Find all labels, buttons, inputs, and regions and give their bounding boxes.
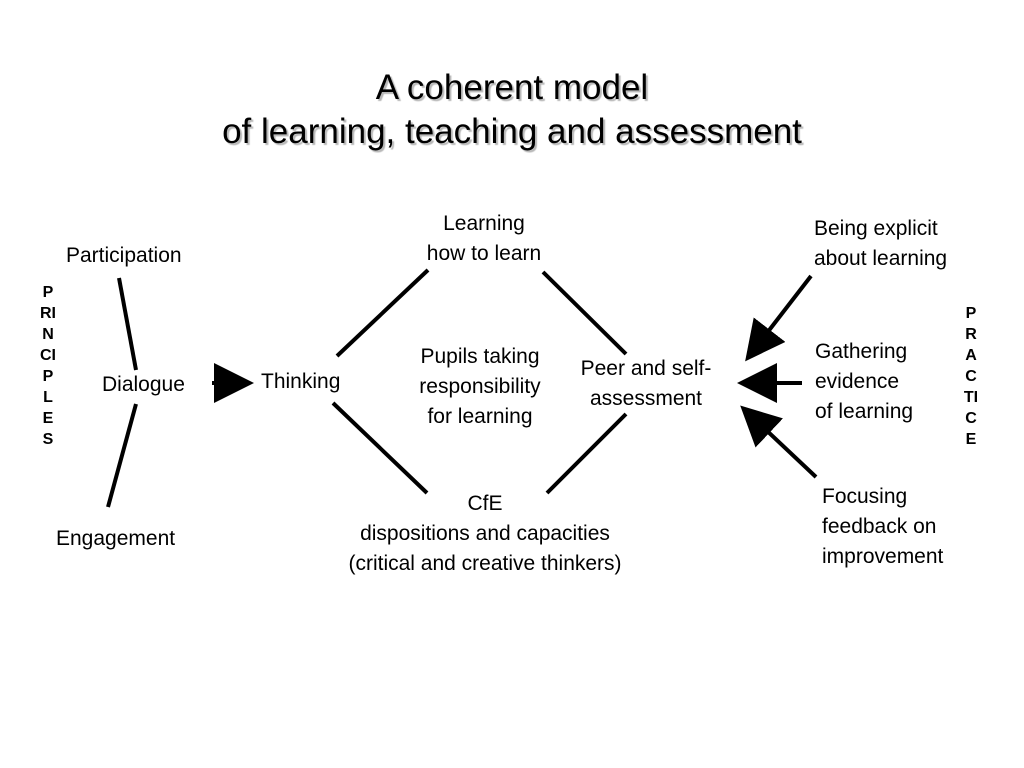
participation-dialogue-line [117, 277, 138, 371]
being-explicit-line-1: Being explicit [814, 217, 938, 240]
dialogue-engagement-line [106, 403, 138, 508]
pupils-responsibility-line-2: responsibility [419, 375, 541, 398]
gathering-evidence-line-3: of learning [815, 400, 914, 423]
dialogue-label: Dialogue [102, 373, 185, 396]
practice-vertical-label: PRACTICE [963, 305, 979, 448]
pupils-responsibility-line-1: Pupils taking [420, 345, 540, 368]
cfe-line-1: CfE [467, 492, 503, 515]
focusing-feedback-line-2: feedback on [822, 515, 937, 538]
thinking-cfe-line [331, 401, 429, 495]
explicit-peer-arrow [745, 274, 813, 362]
feedback-peer-arrow [740, 405, 818, 479]
page-title: A coherent model of learning, teaching a… [0, 66, 1024, 154]
cfe-label: CfE dispositions and capacities (critica… [305, 489, 665, 579]
participation-label: Participation [66, 244, 182, 267]
learning-how-to-learn-line-1: Learning [443, 212, 525, 235]
title-line-2: of learning, teaching and assessment [222, 112, 802, 151]
thinking-learning-line [335, 268, 430, 358]
pupils-responsibility-label: Pupils taking responsibility for learnin… [390, 342, 570, 432]
peer-self-assessment-line-1: Peer and self- [580, 357, 712, 380]
gathering-evidence-line-2: evidence [815, 370, 900, 393]
cfe-line-2: dispositions and capacities [360, 522, 610, 545]
pupils-responsibility-line-3: for learning [427, 405, 533, 428]
focusing-feedback-label: Focusing feedback on improvement [822, 482, 943, 572]
peer-self-assessment-line-2: assessment [589, 387, 703, 410]
title-line-1: A coherent model [375, 68, 649, 107]
being-explicit-line-2: about learning [814, 247, 948, 270]
learning-how-to-learn-label: Learning how to learn [394, 209, 574, 269]
peer-self-assessment-label: Peer and self- assessment [556, 354, 736, 414]
gathering-evidence-line-1: Gathering [815, 340, 908, 363]
focusing-feedback-line-3: improvement [822, 545, 944, 568]
thinking-label: Thinking [261, 370, 341, 393]
learning-peer-line [541, 270, 628, 356]
being-explicit-label: Being explicit about learning [814, 214, 947, 274]
principles-vertical-label: PRINCIPLES [40, 284, 56, 448]
cfe-peer-line [545, 412, 628, 495]
gathering-evidence-label: Gathering evidence of learning [815, 337, 913, 427]
engagement-label: Engagement [56, 527, 176, 550]
learning-how-to-learn-line-2: how to learn [426, 242, 542, 265]
cfe-line-3: (critical and creative thinkers) [348, 552, 622, 575]
focusing-feedback-line-1: Focusing [822, 485, 908, 508]
